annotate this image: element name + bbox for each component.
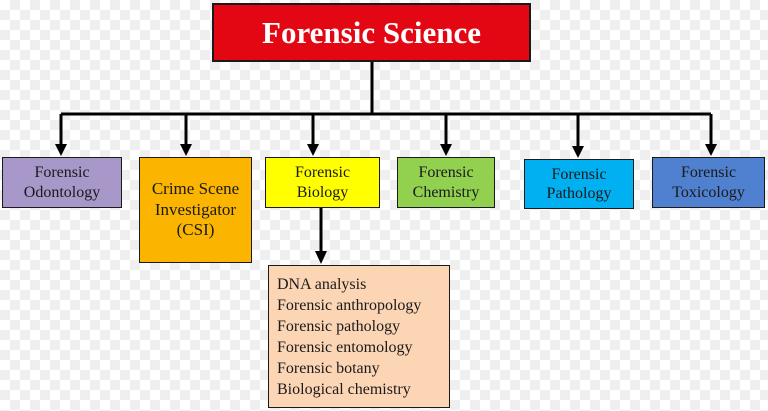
branch-label-odontology: Forensic Odontology xyxy=(23,164,101,201)
arrowhead-biology xyxy=(307,144,319,156)
root-node-forensic-science: Forensic Science xyxy=(212,3,531,62)
branch-label-pathology: Forensic Pathology xyxy=(546,165,612,202)
branch-node-odontology: Forensic Odontology xyxy=(2,157,122,208)
subfield-item: Forensic entomology xyxy=(277,339,413,356)
arrowhead-pathology xyxy=(572,146,584,158)
branch-node-csi: Crime Scene Investigator (CSI) xyxy=(139,157,252,263)
branch-label-biology: Forensic Biology xyxy=(294,164,351,201)
branch-node-biology: Forensic Biology xyxy=(265,157,380,208)
branch-label-csi: Crime Scene Investigator (CSI) xyxy=(151,179,240,240)
branch-node-pathology: Forensic Pathology xyxy=(524,159,634,209)
branch-label-toxicology: Forensic Toxicology xyxy=(672,164,745,201)
arrowhead-csi xyxy=(180,144,192,156)
arrowhead-biology-subfields xyxy=(315,251,327,264)
subfield-item: DNA analysis xyxy=(277,276,367,293)
subfield-item: Forensic anthropology xyxy=(277,297,422,314)
arrowhead-chemistry xyxy=(440,144,452,156)
arrowhead-toxicology xyxy=(705,144,717,156)
biology-subfields-list: DNA analysis Forensic anthropology Foren… xyxy=(277,274,449,400)
subfield-item: Forensic botany xyxy=(277,360,380,377)
branch-node-chemistry: Forensic Chemistry xyxy=(397,157,495,208)
subfield-item: Forensic pathology xyxy=(277,318,401,335)
subfield-item: Biological chemistry xyxy=(277,381,411,398)
branch-node-toxicology: Forensic Toxicology xyxy=(652,157,765,208)
root-node-title: Forensic Science xyxy=(262,15,481,50)
arrowhead-odontology xyxy=(55,144,67,156)
biology-subfields-box: DNA analysis Forensic anthropology Foren… xyxy=(268,265,450,408)
branch-label-chemistry: Forensic Chemistry xyxy=(412,164,480,201)
